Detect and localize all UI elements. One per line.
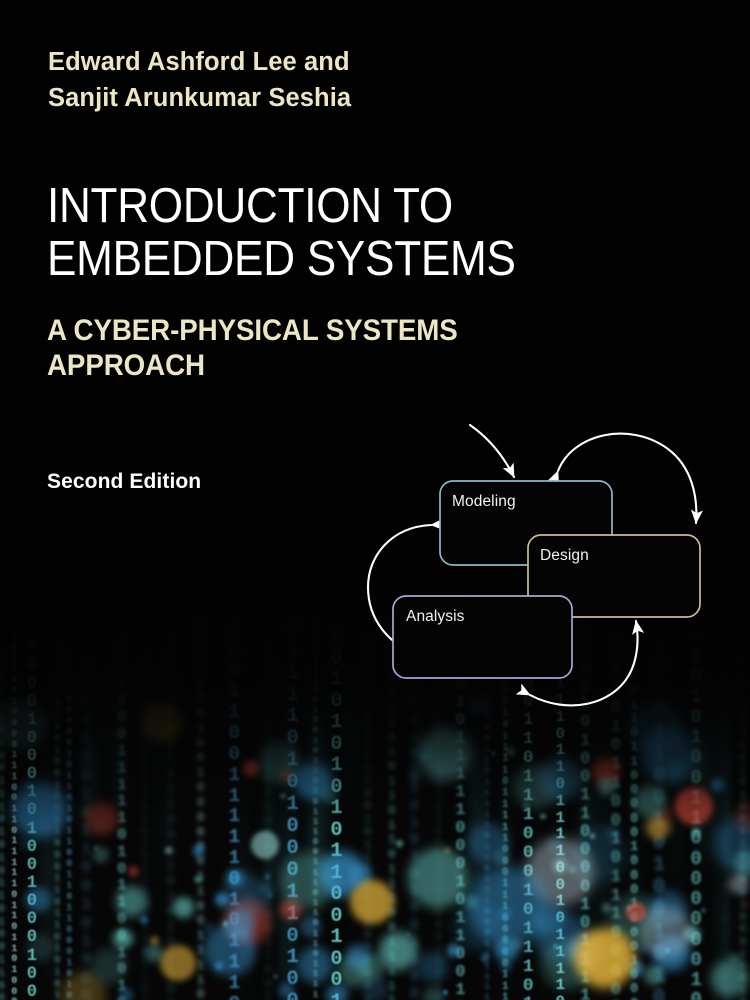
arrow-analysis-design-arc <box>515 619 645 707</box>
arrow-incoming-to-modeling <box>468 423 516 479</box>
edition-label: Second Edition <box>47 470 202 493</box>
arrow-modeling-design-arc <box>547 432 704 525</box>
artwork-top-mask <box>0 0 750 562</box>
rain-streak <box>498 723 511 1000</box>
design-cycle-diagram: Modeling Design Analysis <box>330 405 750 725</box>
subtitle-line-1: A CYBER-PHYSICAL SYSTEMS <box>47 314 458 347</box>
diagram-svg <box>366 423 704 707</box>
subtitle-line-2: APPROACH <box>47 349 205 382</box>
author-line-1: Edward Ashford Lee and <box>48 48 350 76</box>
book-title: INTRODUCTION TO EMBEDDED SYSTEMS <box>47 180 516 286</box>
title-line-1: INTRODUCTION TO <box>47 179 453 233</box>
title-line-2: EMBEDDED SYSTEMS <box>47 232 516 286</box>
author-line-2: Sanjit Arunkumar Seshia <box>48 84 352 112</box>
box-design <box>527 534 701 618</box>
box-analysis <box>392 595 573 679</box>
book-subtitle: A CYBER-PHYSICAL SYSTEMS APPROACH <box>47 313 458 383</box>
rain-streak <box>238 734 250 1000</box>
box-label-analysis: Analysis <box>406 608 465 625</box>
box-label-design: Design <box>540 547 589 564</box>
rain-streak <box>716 726 729 1000</box>
authors: Edward Ashford Lee and Sanjit Arunkumar … <box>48 44 351 116</box>
rain-streak <box>581 702 593 976</box>
box-label-modeling: Modeling <box>452 493 516 510</box>
